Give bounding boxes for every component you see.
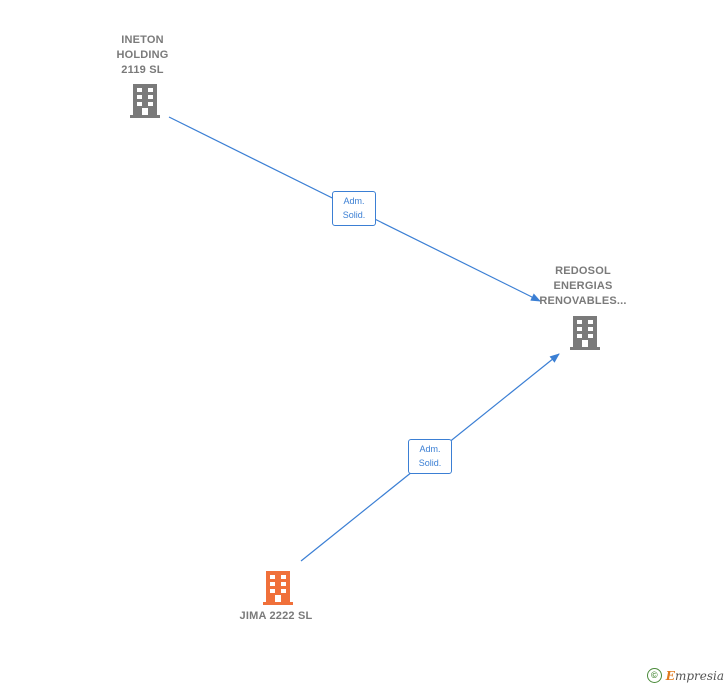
redosol-building-icon[interactable] — [570, 316, 600, 350]
node-label-jima[interactable]: JIMA 2222 SL — [216, 609, 336, 624]
node-label-ineton[interactable]: INETON HOLDING 2119 SL — [95, 33, 190, 78]
copyright-icon: © — [646, 668, 662, 683]
jima-building-icon[interactable] — [263, 571, 293, 605]
node-label-line: REDOSOL — [555, 265, 611, 277]
brand-initial: E — [665, 668, 675, 683]
edge-label-jima-redosol[interactable]: Adm. Solid. — [408, 439, 452, 474]
empresia-watermark: © Empresia — [646, 668, 724, 683]
node-label-line: INETON — [121, 34, 164, 46]
node-label-line: HOLDING — [116, 49, 169, 61]
brand-logo: Empresia — [666, 669, 724, 683]
edge-label-line: Adm. — [343, 196, 365, 206]
edge-label-line: Adm. — [419, 444, 441, 454]
edge-label-line: Solid. — [342, 210, 366, 220]
edge-label-ineton-redosol[interactable]: Adm. Solid. — [332, 191, 376, 226]
node-label-line: ENERGIAS — [553, 280, 613, 292]
node-label-redosol[interactable]: REDOSOL ENERGIAS RENOVABLES... — [533, 264, 633, 309]
node-label-line: 2119 SL — [121, 64, 164, 76]
node-label-line: RENOVABLES... — [539, 295, 627, 307]
brand-name: mpresia — [674, 668, 724, 683]
node-label-line: JIMA 2222 SL — [239, 610, 313, 622]
edge-label-line: Solid. — [418, 458, 442, 468]
ineton-building-icon[interactable] — [130, 84, 160, 118]
